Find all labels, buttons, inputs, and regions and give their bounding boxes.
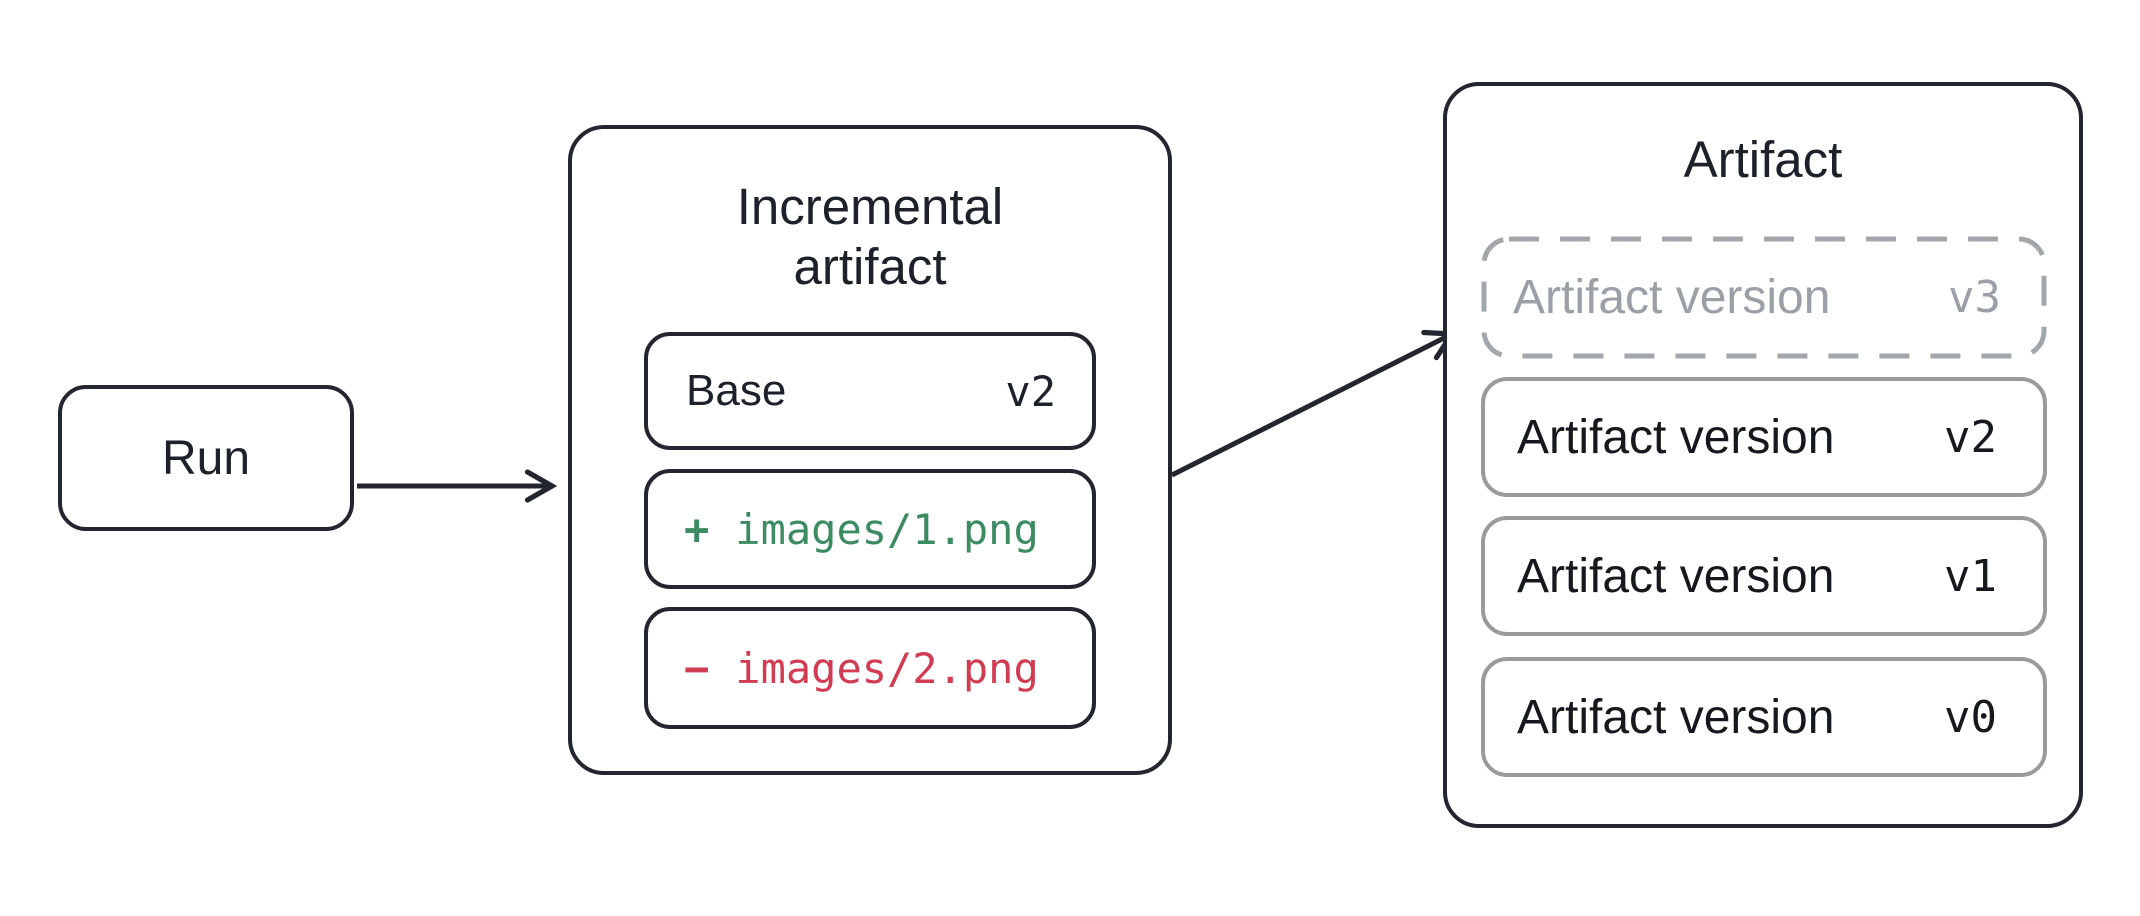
removed-file-row: − images/2.png	[644, 607, 1096, 729]
base-label: Base	[686, 366, 787, 415]
pending-version-tag: v3	[1948, 272, 2001, 323]
version-label: Artifact version	[1517, 690, 1835, 744]
artifact-title: Artifact	[1683, 131, 1843, 188]
plus-icon: +	[684, 504, 710, 554]
base-version-row: Base v2	[644, 332, 1096, 450]
removed-file-path: images/2.png	[735, 643, 1039, 693]
run-node: Run	[58, 385, 354, 531]
base-version-tag: v2	[1005, 366, 1056, 416]
incremental-artifact-node: Incremental artifact Base v2 + images/1.…	[568, 125, 1172, 775]
version-tag: v0	[1944, 691, 1997, 743]
artifact-node: Artifact Artifact version v3 Artifact ve…	[1443, 82, 2083, 828]
pending-version-label: Artifact version	[1513, 271, 1831, 324]
version-label: Artifact version	[1517, 549, 1835, 603]
run-label: Run	[161, 431, 251, 485]
version-tag: v1	[1944, 550, 1997, 602]
incremental-to-artifact-arrow	[1170, 329, 1457, 478]
artifact-version-row: Artifact version v1	[1481, 516, 2047, 636]
artifact-version-row-pending: Artifact version v3	[1481, 236, 2047, 359]
added-file-row: + images/1.png	[644, 469, 1096, 589]
minus-icon: −	[684, 643, 710, 693]
added-file-path: images/1.png	[735, 504, 1039, 554]
artifact-version-row: Artifact version v0	[1481, 657, 2047, 777]
incremental-artifact-title: Incremental artifact	[736, 178, 1004, 295]
version-label: Artifact version	[1517, 410, 1835, 464]
artifact-version-row: Artifact version v2	[1481, 377, 2047, 497]
version-tag: v2	[1944, 411, 1997, 463]
